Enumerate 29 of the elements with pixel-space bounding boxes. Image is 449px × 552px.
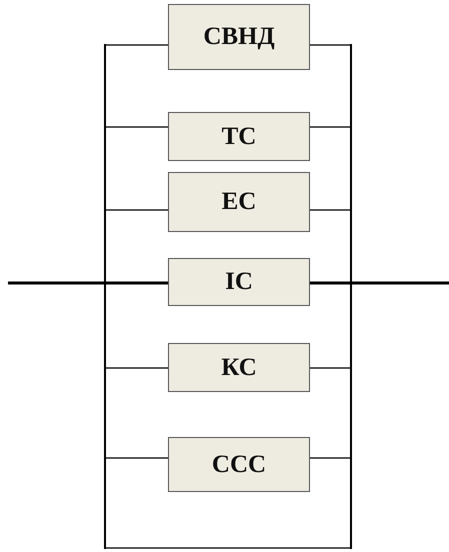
bus-line: [350, 44, 352, 549]
thick-line: [106, 282, 168, 284]
block-label: КС: [221, 354, 257, 382]
connector-line: [310, 209, 350, 211]
connector-line: [106, 209, 168, 211]
block-box: [168, 112, 310, 161]
block-label: ТС: [222, 122, 256, 150]
block-label: ЕС: [222, 188, 256, 216]
thick-line: [8, 282, 104, 284]
block-box: [168, 258, 310, 306]
connector-line: [106, 367, 168, 369]
connector-line: [310, 457, 350, 459]
block-label: СВНД: [203, 23, 275, 51]
bus-line: [104, 44, 106, 549]
connector-line: [310, 44, 350, 46]
connector-line: [106, 126, 168, 128]
connector-line: [310, 367, 350, 369]
thick-line: [352, 282, 449, 284]
connector-line: [106, 547, 350, 549]
block-box: [168, 437, 310, 492]
block-box: [168, 172, 310, 232]
thick-line: [310, 282, 350, 284]
connector-line: [106, 44, 168, 46]
block-label: ССС: [212, 450, 266, 478]
block-label: ІС: [225, 268, 253, 296]
connector-line: [106, 457, 168, 459]
block-box: [168, 4, 310, 70]
block-box: [168, 343, 310, 392]
connector-line: [310, 126, 350, 128]
